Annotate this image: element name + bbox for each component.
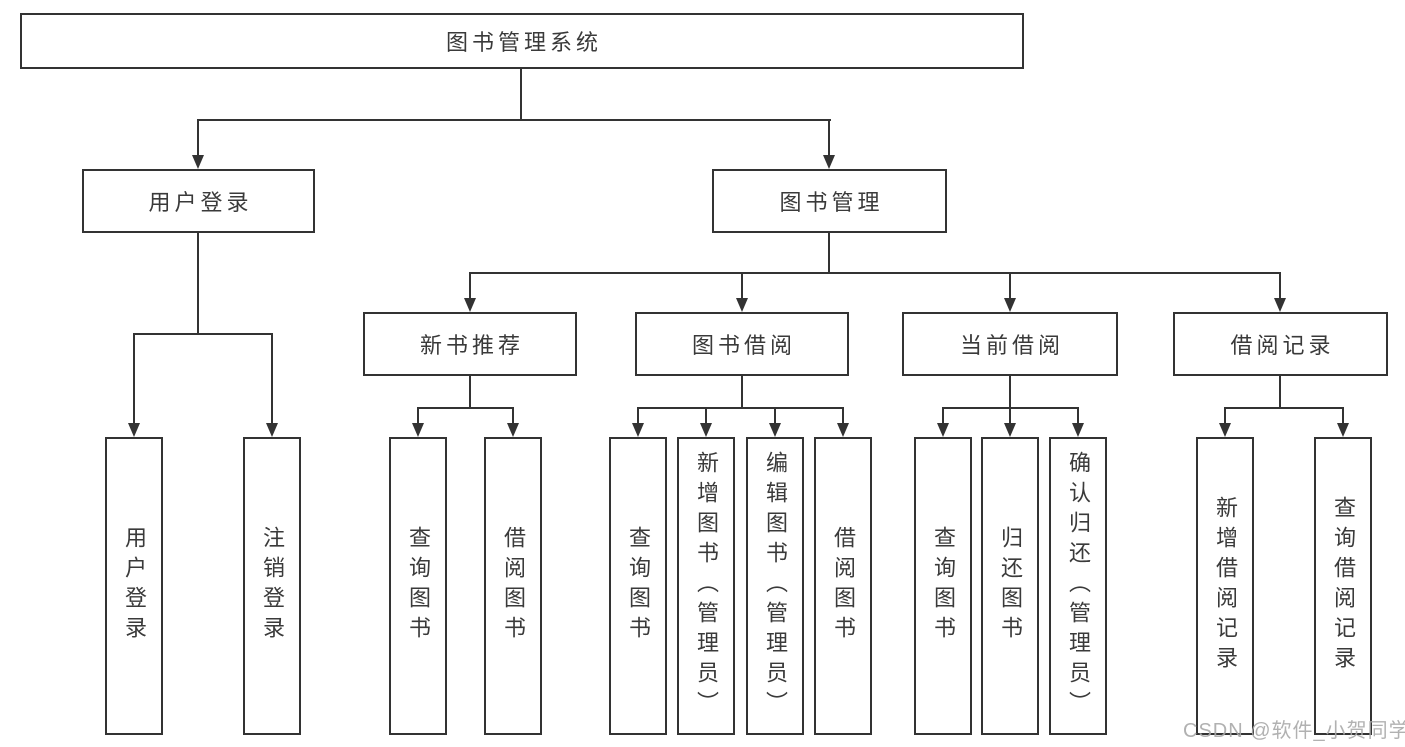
- arrow-down-icon: [1337, 423, 1349, 437]
- connector-level3-drop: [1009, 272, 1011, 300]
- connector-leaf-drop: [705, 407, 707, 425]
- node-label: 借阅记录: [1230, 333, 1335, 358]
- leaf-label: 查询图书: [931, 526, 956, 646]
- arrow-down-icon: [837, 423, 849, 437]
- connector-user-login-children: [133, 333, 273, 335]
- connector-leaf-drop: [1009, 407, 1011, 425]
- node-user-login: 用户登录: [82, 169, 315, 233]
- connector-leaf-drop: [774, 407, 776, 425]
- leaf-borrow-books: 借阅图书: [814, 437, 872, 735]
- node-label: 用户登录: [148, 190, 253, 215]
- connector-leaf-drop: [133, 333, 135, 425]
- arrow-down-icon: [1274, 298, 1286, 312]
- connector-leaf-drop: [942, 407, 944, 425]
- leaf-query-borrow-record: 查询借阅记录: [1314, 437, 1372, 735]
- node-new-book-recommend: 新书推荐: [363, 312, 577, 376]
- leaf-query-books-recommend: 查询图书: [389, 437, 447, 735]
- connector-leaf-drop: [1077, 407, 1079, 425]
- leaf-label: 新增图书（管理员）: [694, 451, 719, 721]
- leaf-borrow-books-recommend: 借阅图书: [484, 437, 542, 735]
- node-label: 当前借阅: [959, 333, 1064, 358]
- node-label: 图书管理: [779, 190, 884, 215]
- leaf-logout: 注销登录: [243, 437, 301, 735]
- node-label: 图书管理系统: [445, 30, 602, 55]
- connector-leaf-drop: [842, 407, 844, 425]
- node-label: 图书借阅: [691, 333, 796, 358]
- arrow-down-icon: [192, 155, 204, 169]
- arrow-down-icon: [1004, 423, 1016, 437]
- leaf-label: 确认归还（管理员）: [1066, 451, 1091, 721]
- node-borrowing-records: 借阅记录: [1173, 312, 1388, 376]
- leaf-query-books-current: 查询图书: [914, 437, 972, 735]
- leaf-edit-books-admin: 编辑图书（管理员）: [746, 437, 804, 735]
- arrow-down-icon: [412, 423, 424, 437]
- leaf-return-books: 归还图书: [981, 437, 1039, 735]
- arrow-down-icon: [823, 155, 835, 169]
- leaf-label: 查询图书: [626, 526, 651, 646]
- leaf-label: 查询图书: [406, 526, 431, 646]
- leaf-label: 新增借阅记录: [1213, 496, 1238, 676]
- connector-borrowing-children: [637, 407, 844, 409]
- leaf-label: 查询借阅记录: [1331, 496, 1356, 676]
- connector-records-children: [1224, 407, 1344, 409]
- arrow-down-icon: [1072, 423, 1084, 437]
- leaf-label: 归还图书: [998, 526, 1023, 646]
- leaf-label: 注销登录: [260, 526, 285, 646]
- leaf-label: 借阅图书: [831, 526, 856, 646]
- connector-leaf-drop: [417, 407, 419, 425]
- leaf-confirm-return-admin: 确认归还（管理员）: [1049, 437, 1107, 735]
- connector-user-login-stem: [197, 233, 199, 335]
- connector-level3: [469, 272, 1281, 274]
- arrow-down-icon: [1219, 423, 1231, 437]
- connector-borrowing-stem: [741, 376, 743, 409]
- connector-level3-drop: [469, 272, 471, 300]
- connector-current-stem: [1009, 376, 1011, 409]
- connector-root-stem: [520, 69, 522, 119]
- leaf-label: 用户登录: [122, 526, 147, 646]
- arrow-down-icon: [1004, 298, 1016, 312]
- node-book-management: 图书管理: [712, 169, 947, 233]
- leaf-user-login: 用户登录: [105, 437, 163, 735]
- node-book-borrowing: 图书借阅: [635, 312, 849, 376]
- leaf-query-books-borrowing: 查询图书: [609, 437, 667, 735]
- arrow-down-icon: [736, 298, 748, 312]
- node-current-borrowing: 当前借阅: [902, 312, 1118, 376]
- leaf-label: 借阅图书: [501, 526, 526, 646]
- csdn-watermark: CSDN @软件_小贺同学: [1183, 720, 1405, 742]
- arrow-down-icon: [128, 423, 140, 437]
- connector-newbooks-stem: [469, 376, 471, 409]
- leaf-label: 编辑图书（管理员）: [763, 451, 788, 721]
- connector-leaf-drop: [271, 333, 273, 425]
- connector-level3-drop: [1279, 272, 1281, 300]
- arrow-down-icon: [769, 423, 781, 437]
- arrow-down-icon: [937, 423, 949, 437]
- connector-book-mgmt-stem: [828, 233, 830, 274]
- connector-leaf-drop: [1342, 407, 1344, 425]
- connector-level3-drop: [741, 272, 743, 300]
- connector-level2: [197, 119, 831, 121]
- node-label: 新书推荐: [419, 333, 524, 358]
- connector-records-stem: [1279, 376, 1281, 409]
- node-library-system: 图书管理系统: [20, 13, 1024, 69]
- leaf-add-borrow-record: 新增借阅记录: [1196, 437, 1254, 735]
- connector-leaf-drop: [637, 407, 639, 425]
- arrow-down-icon: [266, 423, 278, 437]
- arrow-down-icon: [700, 423, 712, 437]
- connector-newbooks-children: [417, 407, 514, 409]
- arrow-down-icon: [464, 298, 476, 312]
- arrow-down-icon: [507, 423, 519, 437]
- connector-book-mgmt-drop: [828, 119, 830, 157]
- connector-user-login-drop: [197, 119, 199, 157]
- arrow-down-icon: [632, 423, 644, 437]
- connector-leaf-drop: [512, 407, 514, 425]
- connector-leaf-drop: [1224, 407, 1226, 425]
- leaf-add-books-admin: 新增图书（管理员）: [677, 437, 735, 735]
